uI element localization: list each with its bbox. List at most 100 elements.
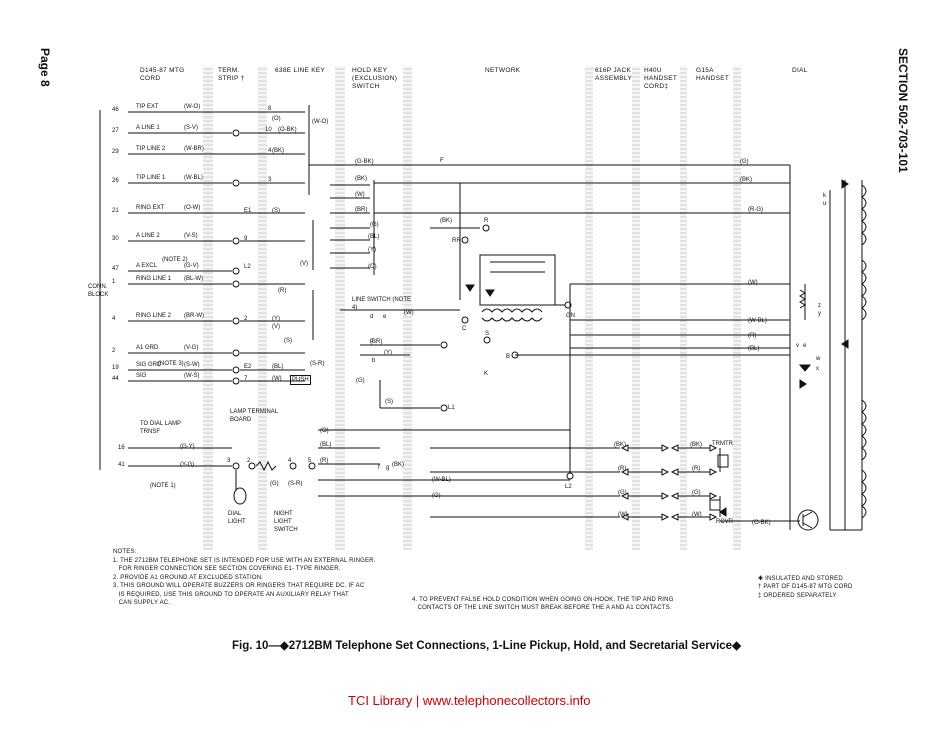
note-line: 4. TO PREVENT FALSE HOLD CONDITION WHEN …	[412, 597, 674, 603]
schematic: 8(O) 10(O-BK) 4(BK) 3 E1(S) 9 L2 2(Y) (V…	[99, 105, 867, 531]
svg-text:g: g	[386, 465, 389, 471]
svg-text:(BK): (BK)	[392, 462, 404, 468]
conn-row-color: (S-W)	[184, 361, 200, 369]
svg-text:(V): (V)	[300, 261, 308, 267]
notes-heading: NOTES:	[113, 549, 137, 555]
svg-text:w: w	[815, 356, 821, 362]
svg-text:(S-R): (S-R)	[310, 361, 324, 367]
svg-text:(G): (G)	[370, 222, 379, 228]
svg-text:(O): (O)	[272, 116, 281, 122]
note3-label: (NOTE 3)	[158, 361, 184, 367]
svg-text:(Y): (Y)	[368, 247, 376, 253]
svg-text:(W): (W)	[404, 310, 414, 316]
line-switch-label: LINE SWITCH (NOTE 4)	[352, 297, 412, 311]
svg-text:(BK): (BK)	[614, 442, 626, 448]
svg-text:(G): (G)	[270, 481, 279, 487]
column-band	[733, 66, 741, 550]
note1-label: (NOTE 1)	[150, 483, 176, 489]
svg-text:(R): (R)	[692, 466, 700, 472]
column-band	[403, 66, 412, 550]
svg-text:10: 10	[265, 127, 272, 133]
svg-text:(W): (W)	[272, 376, 282, 382]
svg-text:E1: E1	[244, 208, 252, 214]
svg-text:(W): (W)	[692, 512, 702, 518]
svg-text:x: x	[816, 366, 819, 372]
svg-text:(S): (S)	[272, 208, 280, 214]
dial-light-label: DIAL LIGHT	[228, 511, 246, 525]
svg-text:(BL): (BL)	[272, 364, 283, 370]
gn-label: GN	[566, 313, 575, 319]
conn-pin: 19	[112, 365, 119, 371]
conn-row-name: SIG GRD	[136, 361, 162, 369]
column-header: TERM. STRIP †	[218, 67, 245, 82]
conn-row-color: (O-W)	[184, 204, 201, 212]
column-band	[680, 66, 687, 550]
column-header: 638E LINE KEY	[275, 67, 326, 74]
svg-text:(BR): (BR)	[370, 339, 382, 345]
svg-text:(BK): (BK)	[440, 218, 452, 224]
svg-text:f: f	[378, 465, 380, 471]
svg-text:d: d	[370, 314, 373, 320]
conn-pin: 4	[112, 316, 116, 322]
svg-text:(R): (R)	[320, 458, 328, 464]
conn-row-color: (W-O)	[184, 103, 201, 111]
svg-text:E2: E2	[244, 364, 252, 370]
pin41-label: 41	[118, 462, 125, 468]
svg-text:(BK): (BK)	[272, 148, 284, 154]
dial-lamp-label: TO DIAL LAMP TRNSF	[140, 421, 181, 435]
svg-text:3: 3	[227, 458, 231, 464]
svg-text:(BK): (BK)	[740, 177, 752, 183]
conn-row-color: (S-V)	[184, 124, 198, 132]
svg-text:(BL): (BL)	[748, 346, 759, 352]
svg-text:(W): (W)	[618, 512, 628, 518]
column-header: DIAL	[792, 67, 808, 74]
svg-text:(Y): (Y)	[272, 316, 280, 322]
lamp-terminal-board-label: LAMP TERMINAL BOARD	[230, 409, 278, 423]
svg-text:(S-R): (S-R)	[288, 481, 302, 487]
conn-block-label: CONN. BLOCK	[88, 284, 109, 298]
note-line: 1. THE 2712BM TELEPHONE SET IS INTENDED …	[113, 558, 376, 564]
column-header: H40U HANDSET CORD‡	[644, 67, 678, 90]
note-line: CAN SUPPLY AC.	[113, 600, 171, 607]
svg-text:(O): (O)	[320, 428, 329, 434]
conn-row-name: TIP LINE 1	[136, 174, 166, 182]
legend-item: ✱ INSULATED AND STORED	[758, 576, 843, 582]
svg-text:4: 4	[268, 148, 272, 154]
column-header: 616P JACK ASSEMBLY	[595, 67, 632, 82]
note-line: 3. THIS GROUND WILL OPERATE BUZZERS OR R…	[113, 583, 365, 590]
column-band	[203, 66, 213, 550]
legend-item: † PART OF D145-87 MTG CORD	[758, 584, 853, 591]
l2-label: L2	[565, 484, 572, 490]
pin16-label: 16	[118, 445, 125, 451]
svg-text:L2: L2	[244, 264, 251, 270]
conn-row-name: RING LINE 2	[136, 312, 172, 320]
svg-text:(BL): (BL)	[320, 442, 331, 448]
svg-text:5: 5	[308, 458, 312, 464]
svg-text:(R): (R)	[618, 466, 626, 472]
svg-text:(V): (V)	[272, 324, 280, 330]
svg-text:(G): (G)	[618, 490, 627, 496]
svg-text:(W): (W)	[355, 192, 365, 198]
note-line: 2. PROVIDE A1 GROUND AT EXCLUDED STATION…	[113, 574, 264, 581]
conn-row-name: A LINE 1	[136, 124, 160, 132]
conn-pin: 27	[112, 128, 119, 134]
conn-row-name: A EXCL	[136, 262, 158, 270]
conn-row-color: (W-BR)	[184, 145, 204, 153]
svg-text:k: k	[823, 193, 827, 199]
conn-row-color: (W-S)	[184, 372, 200, 380]
conn-row-name: SIG	[136, 372, 147, 380]
conn-pin: 30	[112, 236, 119, 242]
column-header: HOLD KEY (EXCLUSION) SWITCH	[352, 67, 398, 90]
footer-link[interactable]: TCI Library | www.telephonecollectors.in…	[348, 693, 591, 708]
svg-text:C: C	[462, 326, 467, 332]
svg-text:e: e	[803, 343, 807, 349]
svg-text:(G): (G)	[356, 378, 365, 384]
conn-row-color: (V-S)	[184, 232, 198, 240]
svg-text:RR: RR	[452, 238, 461, 244]
svg-text:v: v	[796, 343, 799, 349]
svg-text:(G): (G)	[432, 493, 441, 499]
svg-text:F: F	[440, 158, 444, 164]
note-line: FOR RINGER CONNECTION SEE SECTION COVERI…	[113, 566, 341, 573]
conn-pin: 2	[112, 348, 116, 354]
yg-label: (Y-G)	[180, 462, 195, 468]
